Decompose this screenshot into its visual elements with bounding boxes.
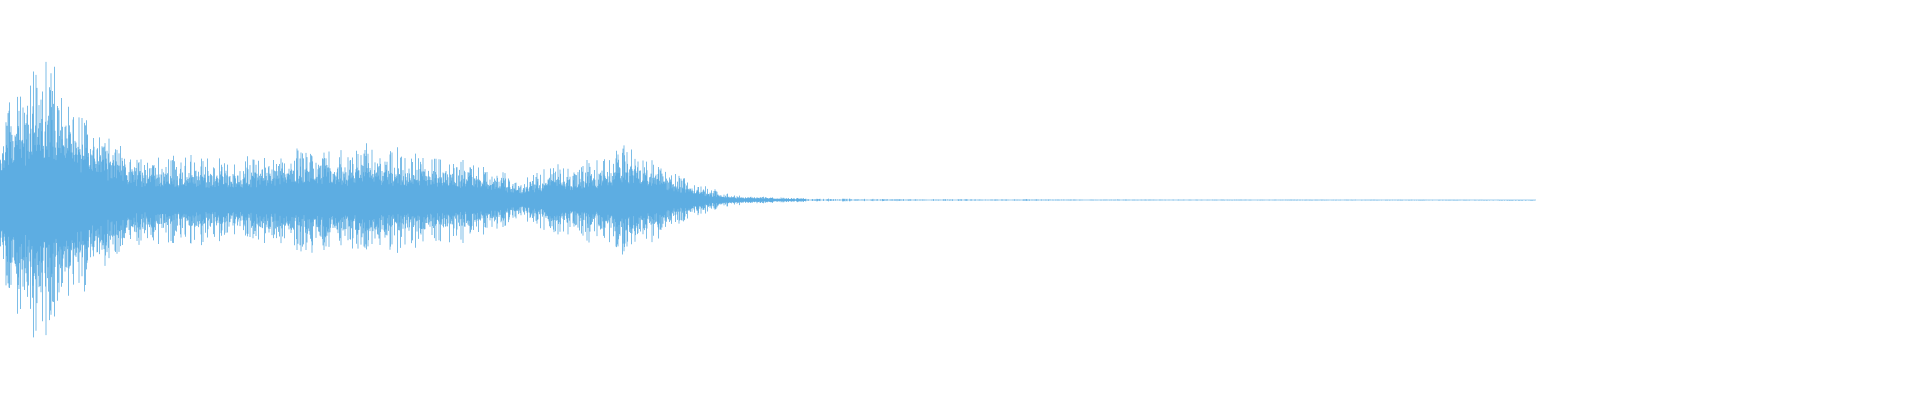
waveform-trace: [0, 61, 1535, 338]
waveform-samples: [0, 61, 1535, 338]
